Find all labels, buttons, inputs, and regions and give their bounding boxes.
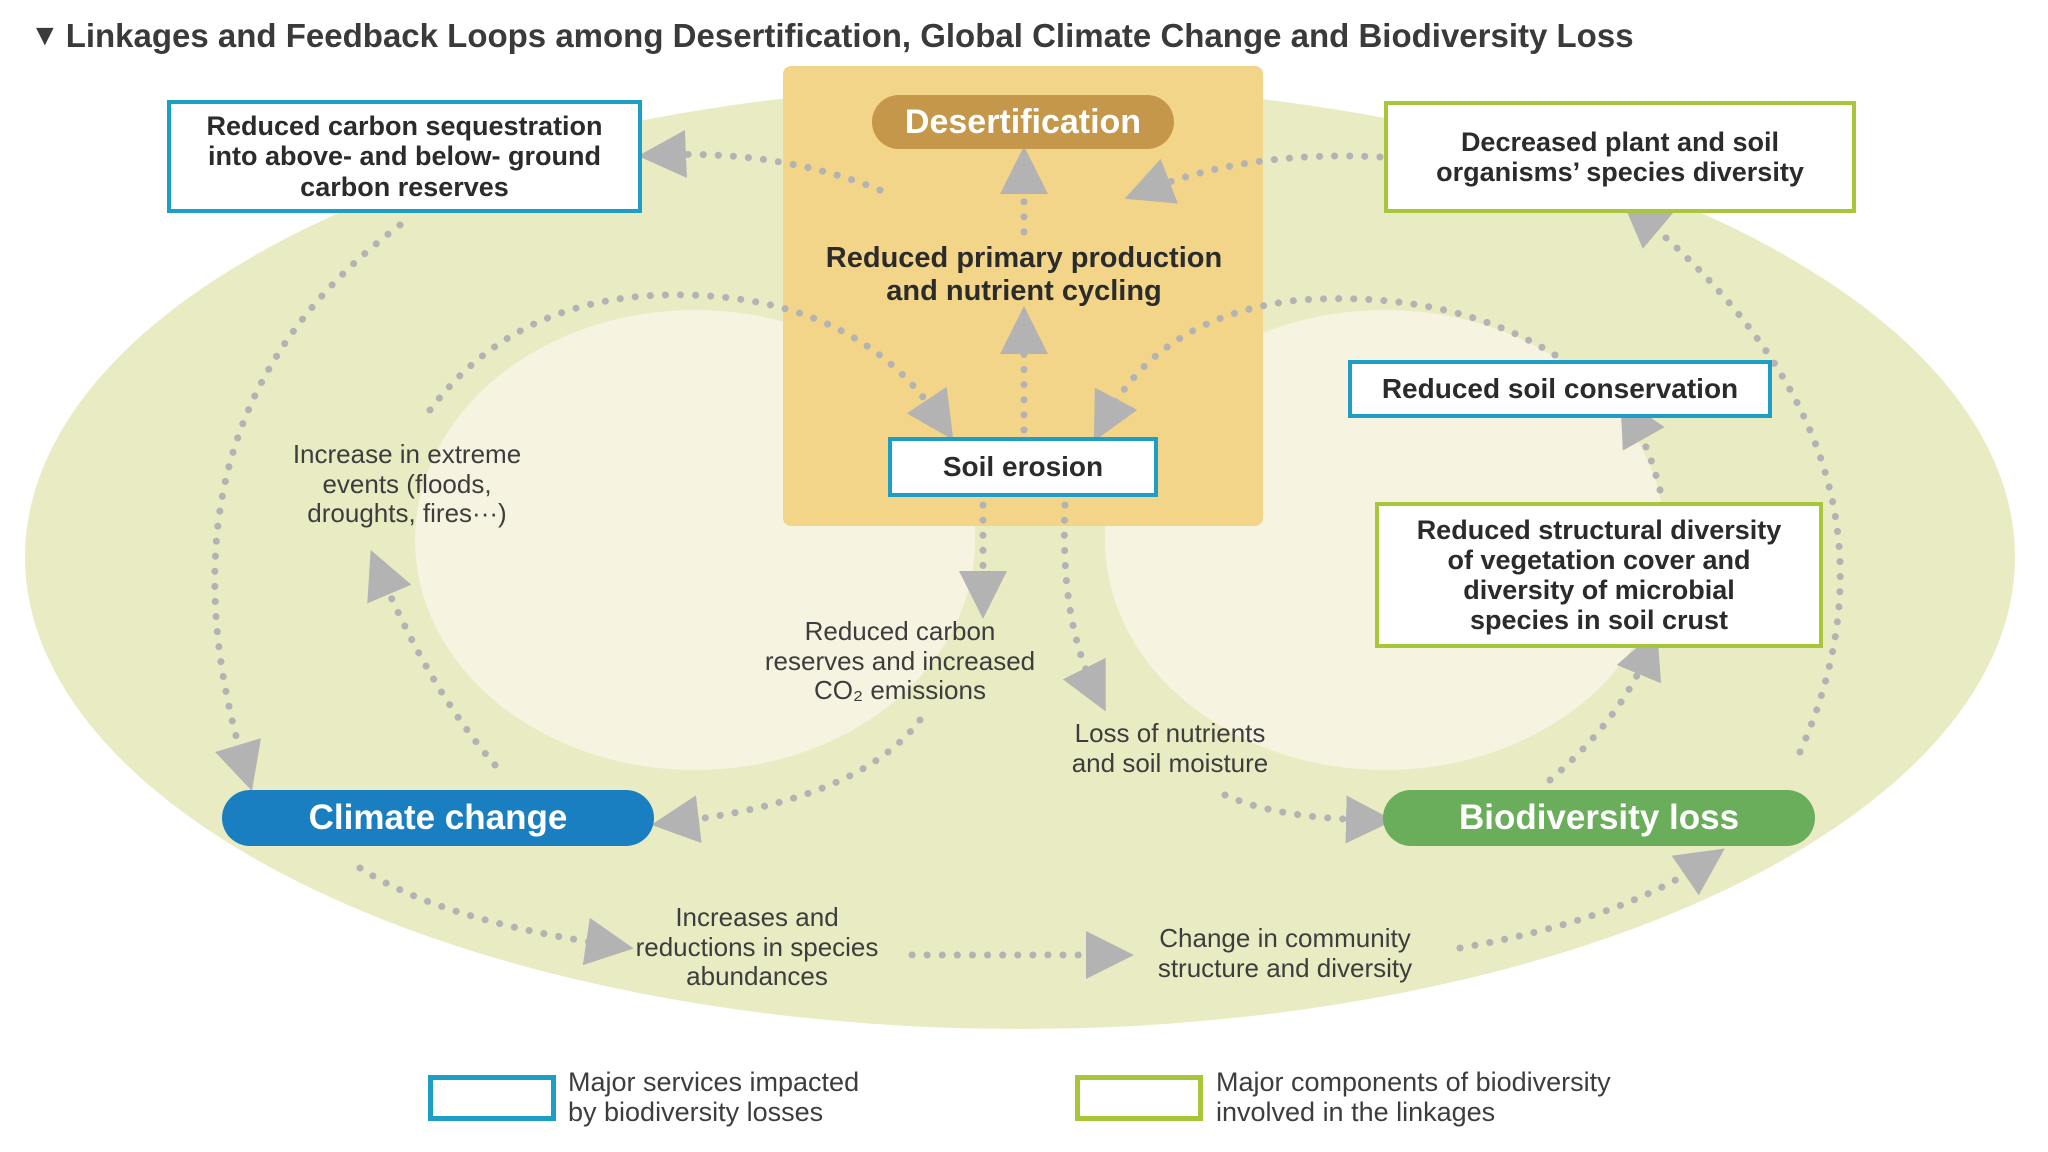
community-change-label: Change in community structure and divers… [1157, 923, 1413, 983]
arrow-species-to-desert [1124, 152, 1384, 204]
arrow-biodiversity-to-species [1621, 199, 1844, 756]
page-title: ▼ Linkages and Feedback Loops among Dese… [30, 14, 1634, 58]
legend-swatch-services [428, 1075, 556, 1121]
carbon-reserves-label: Reduced carbon reserves and increased CO… [764, 616, 1036, 706]
arrow-carbon-to-climate [211, 221, 404, 791]
soil-erosion-box: Soil erosion [888, 437, 1158, 497]
legend-swatch-components [1075, 1075, 1203, 1121]
arrow-extreme-to-erosion [426, 291, 954, 440]
triangle-down-icon: ▼ [30, 19, 60, 52]
desertification-node: Desertification [872, 95, 1174, 149]
species-diversity-box: Decreased plant and soil organisms’ spec… [1384, 101, 1856, 213]
extreme-events-label: Increase in extreme events (floods, drou… [292, 439, 522, 529]
legend-services-text: Major services impacted by biodiversity … [568, 1067, 860, 1127]
structural-diversity-box: Reduced structural diversity of vegetati… [1375, 502, 1823, 648]
arrow-nutrients-to-biodiversity [1221, 791, 1394, 844]
biodiversity-loss-node: Biodiversity loss [1383, 790, 1815, 846]
carbon-sequestration-box: Reduced carbon sequestration into above-… [167, 100, 642, 213]
arrow-climate-to-extreme [367, 549, 499, 769]
arrow-desert-to-carbon [638, 130, 884, 194]
legend-components-text: Major components of biodiversity involve… [1216, 1067, 1611, 1127]
arrow-carbon-reserves-to-climate [651, 716, 924, 843]
climate-change-node: Climate change [222, 790, 654, 846]
soil-conservation-box: Reduced soil conservation [1348, 360, 1772, 418]
species-abundances-label: Increases and reductions in species abun… [635, 902, 879, 992]
arrow-conservation-to-erosion [1093, 295, 1559, 442]
diagram-title: Linkages and Feedback Loops among Desert… [65, 17, 1634, 54]
primary-production-label: Reduced primary production and nutrient … [825, 242, 1223, 308]
arrow-erosion-to-nutrients [1060, 501, 1106, 712]
nutrients-loss-label: Loss of nutrients and soil moisture [1071, 718, 1269, 778]
